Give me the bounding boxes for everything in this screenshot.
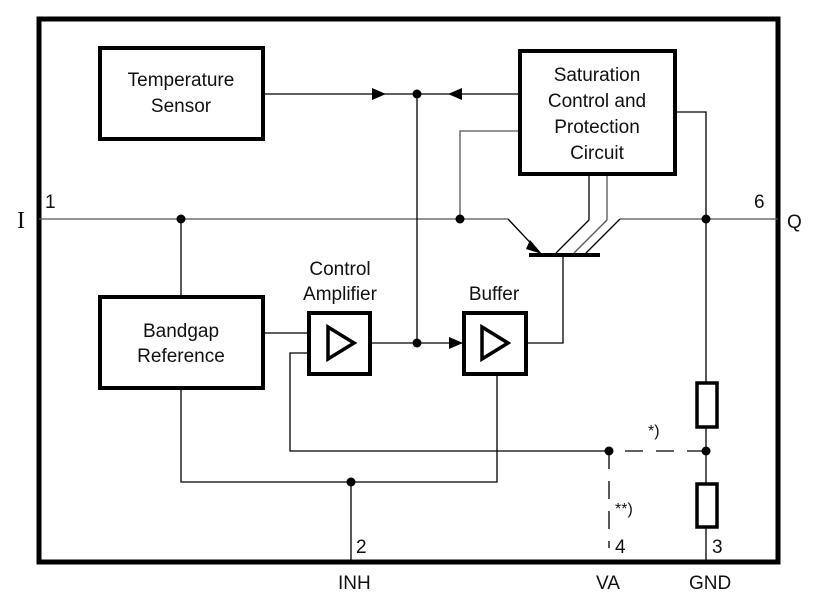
resistor-upper	[695, 381, 719, 429]
block-label: Buffer	[469, 284, 520, 305]
control-amplifier-block: Control Amplifier	[303, 259, 378, 376]
resistor-lower	[695, 482, 719, 529]
junction-dot	[701, 446, 711, 456]
pin-number: 4	[615, 537, 626, 558]
block-label: Control and	[548, 91, 646, 112]
amplifier-triangle-icon	[480, 323, 512, 363]
block-label: Saturation	[554, 65, 641, 86]
block-label: Temperature	[128, 70, 235, 91]
feedback-wire	[289, 352, 608, 452]
block-label: Bandgap	[143, 321, 219, 342]
pin-number: 1	[45, 192, 56, 213]
junction-dot	[604, 446, 614, 456]
pin-number: 2	[356, 537, 367, 558]
junctions	[176, 89, 711, 487]
pin-name-inhibit: INH	[338, 573, 371, 594]
junction-dot	[412, 338, 422, 348]
pin-name-adjust: VA	[596, 573, 620, 594]
temperature-sensor-block: Temperature Sensor	[98, 46, 265, 141]
junction-dot	[176, 214, 186, 224]
block-label: Reference	[137, 346, 225, 367]
bandgap-reference-block: Bandgap Reference	[98, 295, 265, 390]
block-label: Circuit	[570, 143, 625, 164]
block-label: Sensor	[151, 96, 212, 117]
footnote-marker: **)	[615, 501, 633, 518]
arrow-right-icon	[372, 88, 386, 100]
amplifier-triangle-icon	[326, 323, 358, 363]
pin-name-input: I	[17, 208, 25, 234]
pin-name-output: Q	[787, 212, 802, 233]
ground-return-wire	[180, 375, 498, 483]
junction-dot	[455, 214, 465, 224]
pin-name-ground: GND	[689, 573, 731, 594]
junction-dot	[346, 477, 356, 487]
saturation-feedback-wire	[459, 130, 518, 219]
buffer-block: Buffer	[462, 284, 528, 376]
emitter-arrow-icon	[526, 240, 542, 254]
pin-number: 6	[754, 192, 765, 213]
chip-outline	[36, 16, 781, 565]
output-sense-wire	[676, 111, 707, 383]
sense-line-1-diag	[555, 219, 590, 254]
junction-dot	[412, 89, 422, 99]
footnote-marker: *)	[648, 423, 660, 440]
block-label: Amplifier	[303, 284, 378, 305]
transistor-collector	[585, 218, 621, 254]
pin-number: 3	[712, 537, 723, 558]
sense-line-2-diag	[573, 219, 608, 254]
base-drive-wire	[528, 255, 564, 344]
block-label: Protection	[554, 117, 640, 138]
saturation-control-block: Saturation Control and Protection Circui…	[518, 49, 677, 176]
block-label: Control	[309, 259, 370, 280]
buffer-input-arrow-icon	[449, 337, 463, 349]
arrow-left-icon	[448, 88, 462, 100]
junction-dot	[701, 214, 711, 224]
wires	[39, 88, 778, 562]
